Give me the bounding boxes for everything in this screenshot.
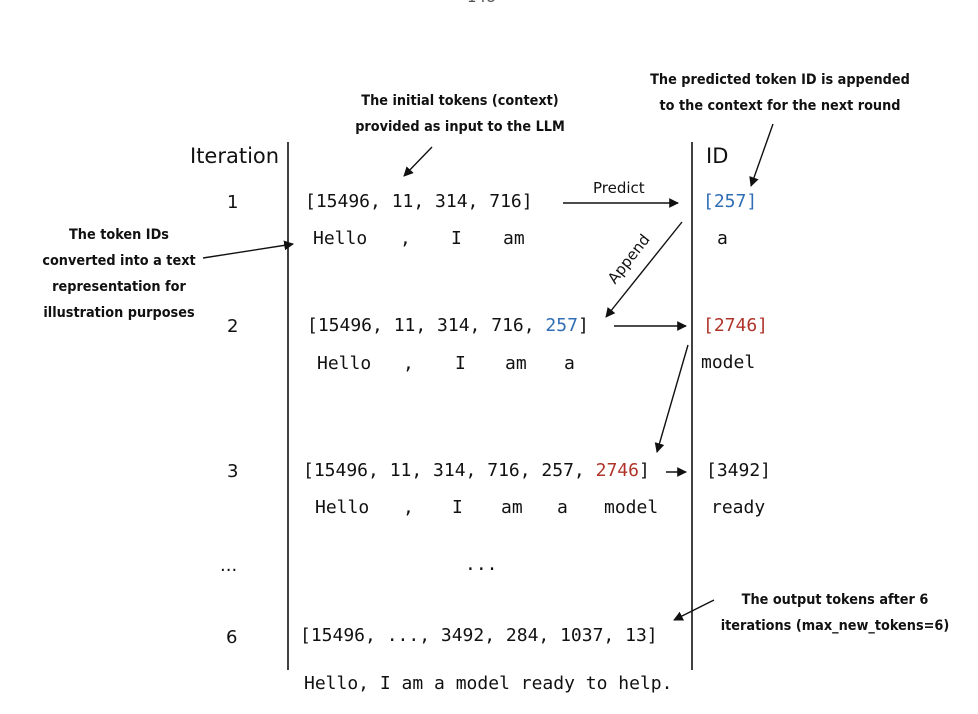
output-arrow — [673, 599, 715, 621]
annotation-appended: The predicted token ID is appended to th… — [642, 67, 918, 119]
token-ids-row-2: [15496, 11, 314, 716, 257] — [307, 315, 589, 336]
token-ids-text: ] — [638, 460, 650, 481]
page-number: 148 — [467, 0, 496, 6]
word-token: am — [505, 353, 527, 374]
annotation-line: to the context for the next round — [659, 98, 901, 114]
appended-token-id: 257 — [545, 315, 578, 336]
annotation-line: The predicted token ID is appended — [650, 72, 910, 88]
token-ids-final: [15496, ..., 3492, 284, 1037, 13] — [300, 625, 658, 646]
token-ids-text: [15496, 11, 314, 716, — [307, 315, 546, 336]
word-token: Hello — [313, 228, 368, 249]
predicted-word: ready — [711, 497, 766, 518]
annotation-line: illustration purposes — [43, 305, 195, 321]
word-token: I — [451, 228, 462, 249]
annotation-line: The output tokens after 6 — [741, 592, 929, 608]
converted-arrow — [202, 240, 294, 259]
annotation-line: representation for — [52, 279, 186, 295]
word-token: , — [403, 497, 414, 518]
iteration-ellipsis: ... — [220, 555, 238, 576]
word-token: I — [455, 353, 466, 374]
predicted-word: a — [717, 228, 728, 249]
iteration-number: 2 — [227, 316, 239, 337]
ids-ellipsis: ... — [465, 554, 498, 575]
token-ids-row-3: [15496, 11, 314, 716, 257, 2746] — [303, 460, 650, 481]
iteration-number: 3 — [227, 461, 239, 482]
word-token: , — [403, 353, 414, 374]
word-token: I — [452, 497, 463, 518]
word-token: am — [503, 228, 525, 249]
annotation-line: iterations (max_new_tokens=6) — [720, 618, 950, 634]
annotation-output: The output tokens after 6 iterations (ma… — [711, 587, 959, 639]
token-ids-text: ] — [521, 191, 533, 212]
predicted-word: model — [701, 352, 756, 373]
predicted-id: [2746] — [703, 315, 769, 336]
annotation-initial-tokens: The initial tokens (context) provided as… — [340, 88, 579, 140]
annotation-line: The token IDs — [69, 227, 169, 243]
appended-token-id: 2746 — [595, 460, 639, 481]
word-token: a — [564, 353, 575, 374]
iteration-header: Iteration — [190, 144, 280, 168]
word-token: Hello — [315, 497, 370, 518]
annotation-line: provided as input to the LLM — [355, 119, 565, 135]
token-ids-text: [15496, 11, 314, 716 — [305, 191, 522, 212]
predict-label: Predict — [593, 179, 645, 197]
id-header: ID — [706, 144, 729, 168]
iteration-number: 1 — [227, 192, 239, 213]
append-arrow-1 — [605, 221, 683, 318]
appended-arrow — [749, 123, 774, 187]
iteration-number: 6 — [226, 627, 238, 648]
annotation-converted: The token IDs converted into a text repr… — [37, 222, 201, 326]
annotation-line: The initial tokens (context) — [361, 93, 559, 109]
word-token: Hello — [317, 353, 372, 374]
append-arrow-2 — [654, 344, 689, 453]
word-token: model — [604, 497, 659, 518]
predicted-id: [257] — [703, 191, 758, 212]
token-ids-row-1: [15496, 11, 314, 716] — [305, 191, 533, 212]
token-ids-text: [15496, 11, 314, 716, 257, — [303, 460, 596, 481]
initial-tokens-arrow — [403, 146, 433, 177]
annotation-line: converted into a text — [42, 253, 196, 269]
token-ids-text: ] — [577, 315, 589, 336]
word-token: a — [557, 497, 568, 518]
word-token: , — [400, 228, 411, 249]
word-token: am — [501, 497, 523, 518]
final-text: Hello, I am a model ready to help. — [304, 673, 673, 694]
predicted-id: [3492] — [706, 460, 772, 481]
